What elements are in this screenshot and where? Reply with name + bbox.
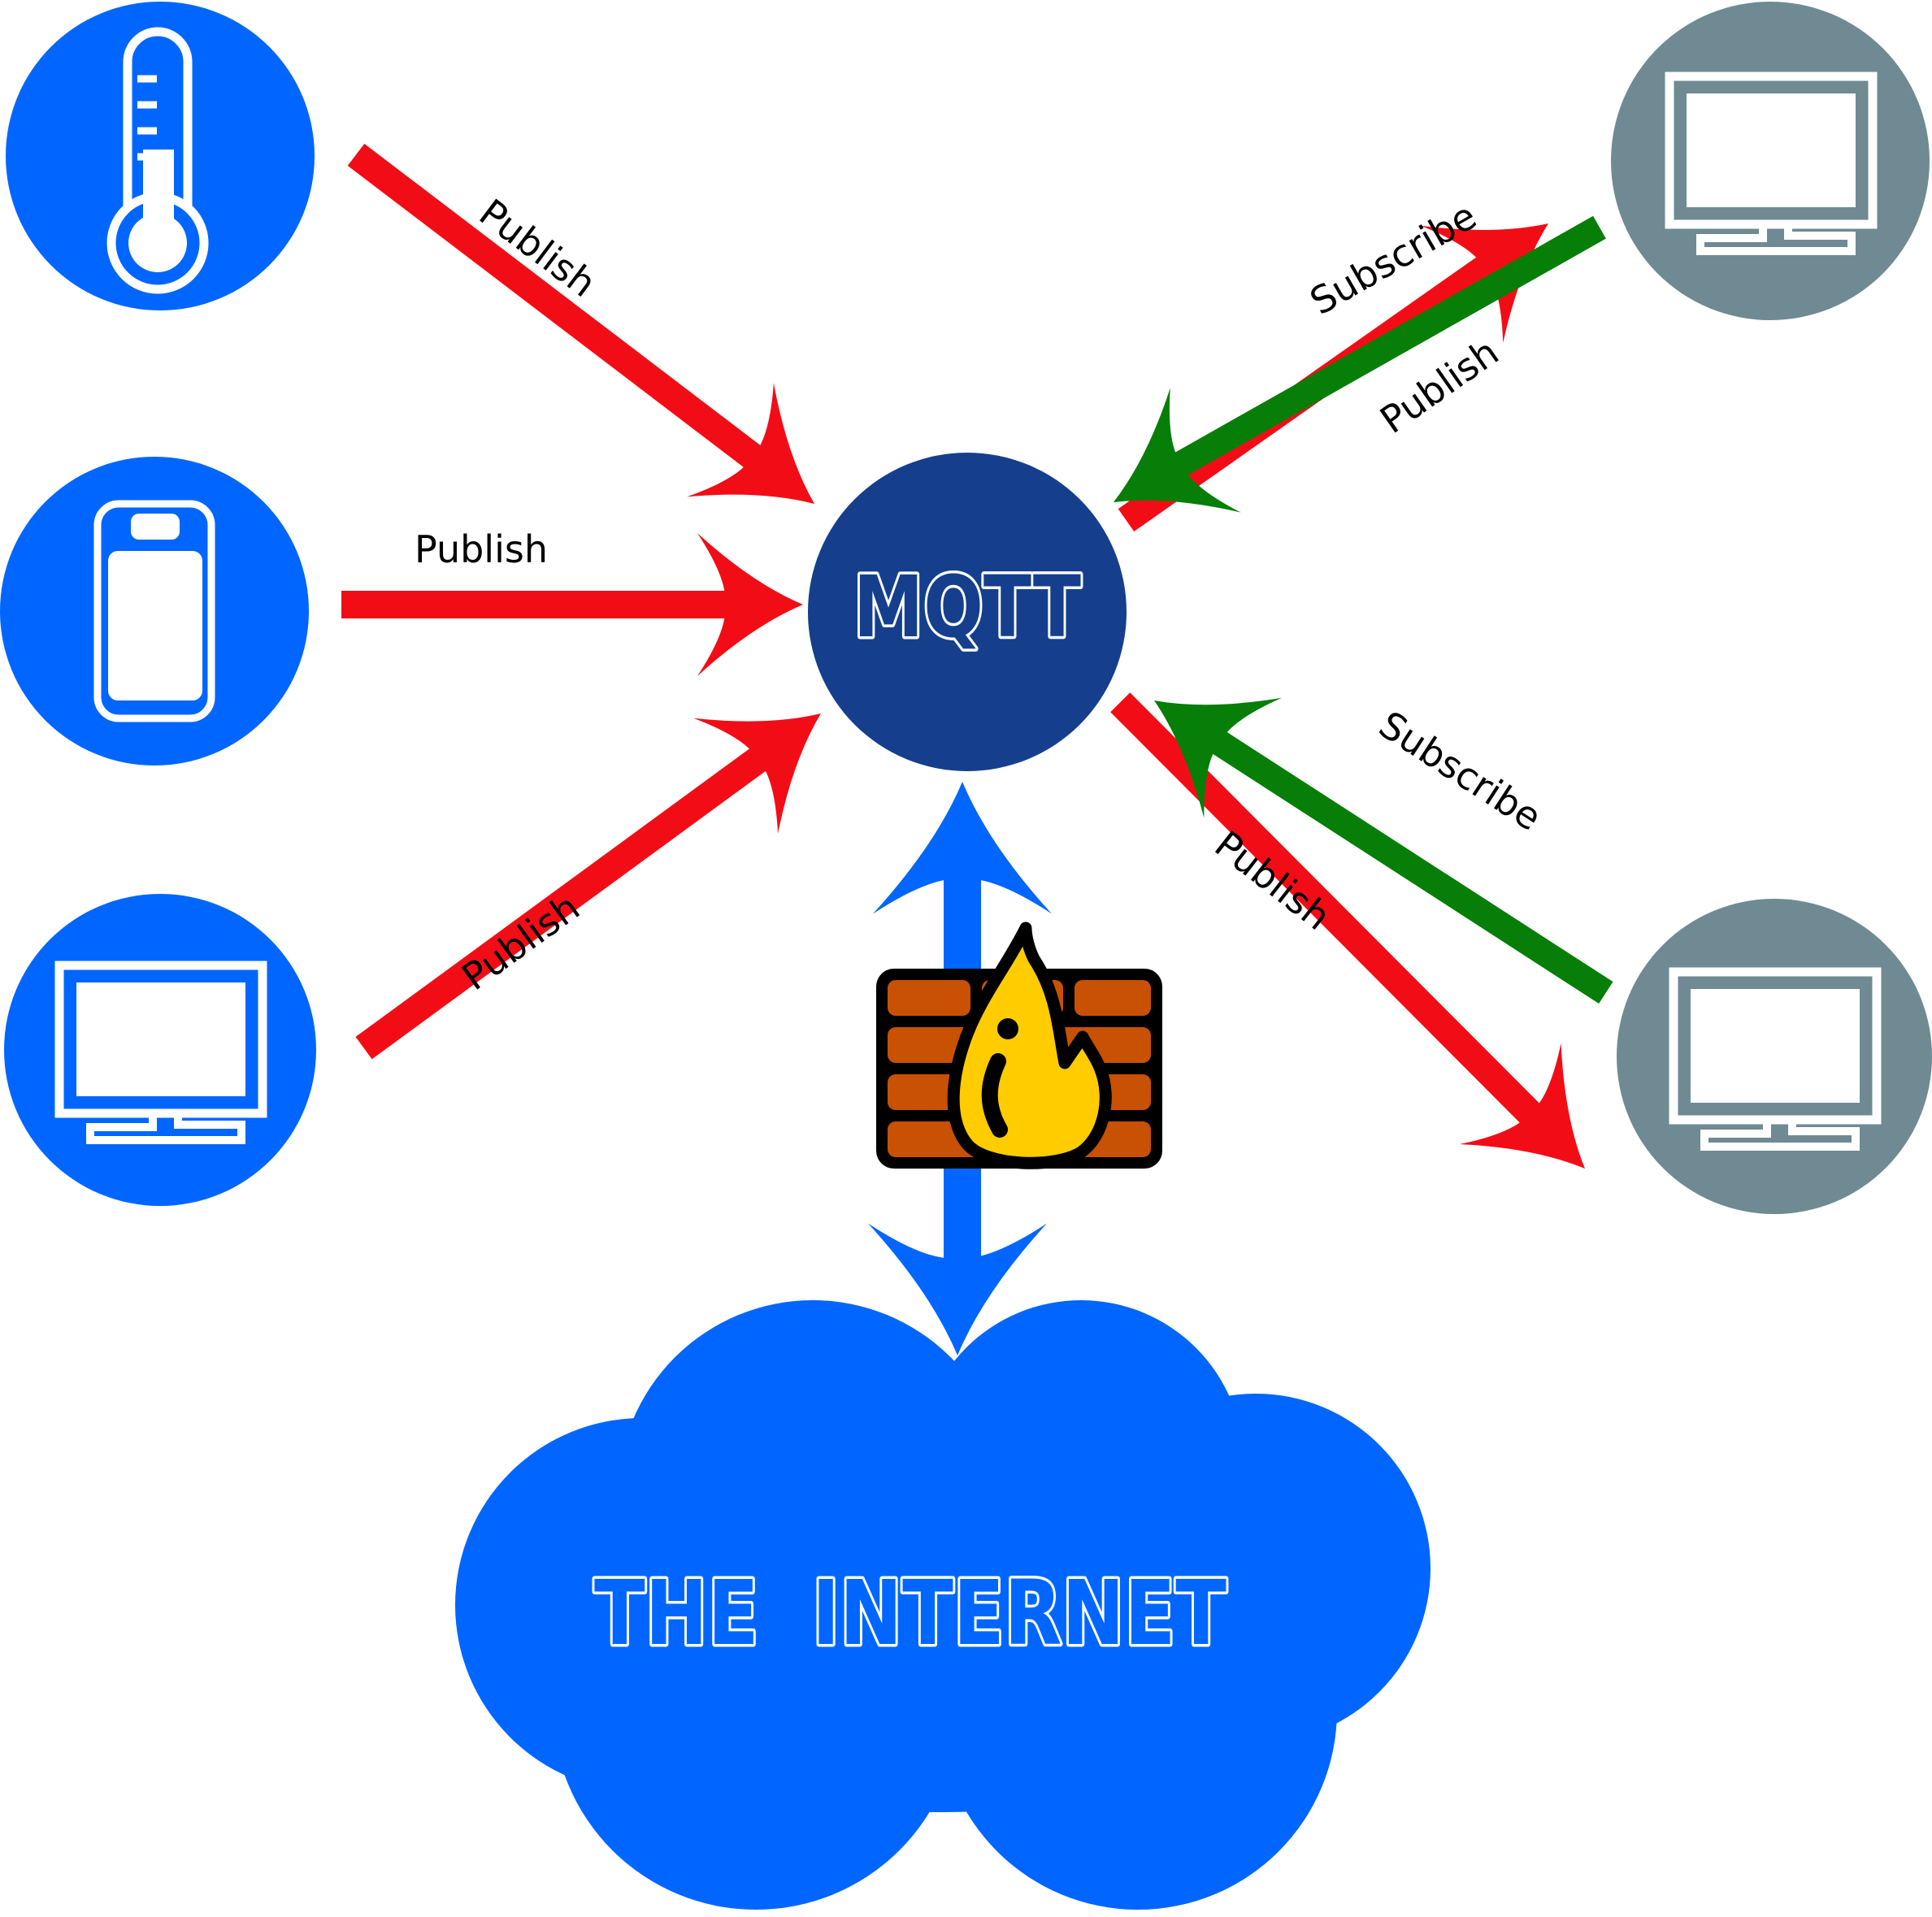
cloud-body [593, 1503, 1292, 1812]
internet-cloud: THE INTERNET [455, 1300, 1431, 1910]
thermometer-icon [106, 27, 209, 294]
broker-label: MQTT [853, 557, 1081, 657]
internet-label: THE INTERNET [594, 1561, 1226, 1665]
subscribe-label-bottom-right: Subscribe [1371, 702, 1549, 839]
firewall-icon [876, 922, 1162, 1169]
subscribe-arrow-bottom-right [1115, 640, 1613, 1004]
broker-mqtt: MQTT [808, 453, 1127, 771]
publish-arrow-bottom-right [1110, 692, 1636, 1220]
client-monitor-bottom [1617, 899, 1932, 1214]
publish-arrow-top-left [347, 143, 858, 562]
subscribe-arrow-top-right [1078, 215, 1606, 565]
device-thermometer [6, 2, 315, 310]
publish-arrow-mid-left [341, 533, 803, 676]
device-smartphone [0, 457, 309, 765]
monitor-icon [1669, 76, 1873, 251]
flame-mark-stroke [981, 1053, 1008, 1138]
device-monitor [4, 894, 316, 1206]
client-monitor-top [1611, 2, 1930, 320]
broker-circle [808, 453, 1127, 771]
publish-label-mid-left: Publish [415, 527, 548, 571]
flame-mark-dot [997, 1018, 1018, 1039]
monitor-icon [1674, 972, 1877, 1147]
monitor-icon [59, 965, 263, 1140]
smartphone-icon [93, 500, 215, 722]
publish-arrow-bottom-left [355, 655, 863, 1060]
publish-label-bottom-left: Publish [454, 885, 587, 999]
